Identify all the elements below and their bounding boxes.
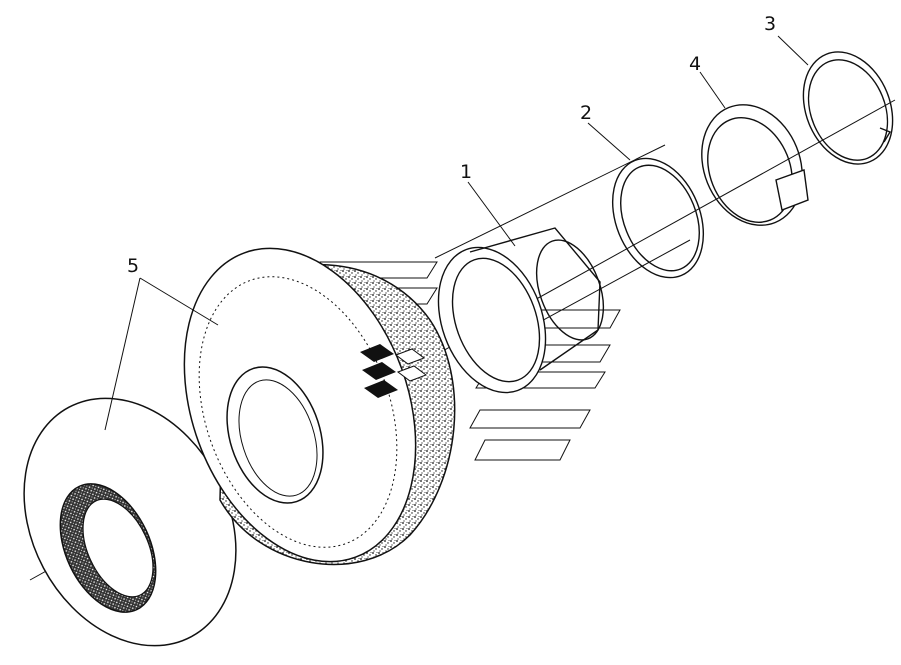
part-4-split-ring (701, 104, 809, 226)
leader-lines (104, 35, 809, 431)
callout-2: 2 (580, 102, 592, 124)
part-1-rim (437, 227, 605, 394)
part-5-main-tire (183, 247, 456, 566)
callout-1: 1 (460, 161, 472, 183)
part-5-tire (23, 397, 237, 647)
part-3-lock-ring (802, 51, 894, 165)
callout-5: 5 (127, 255, 139, 277)
callout-3: 3 (764, 13, 776, 35)
callout-4: 4 (689, 53, 701, 75)
part-2-ring (611, 157, 705, 279)
